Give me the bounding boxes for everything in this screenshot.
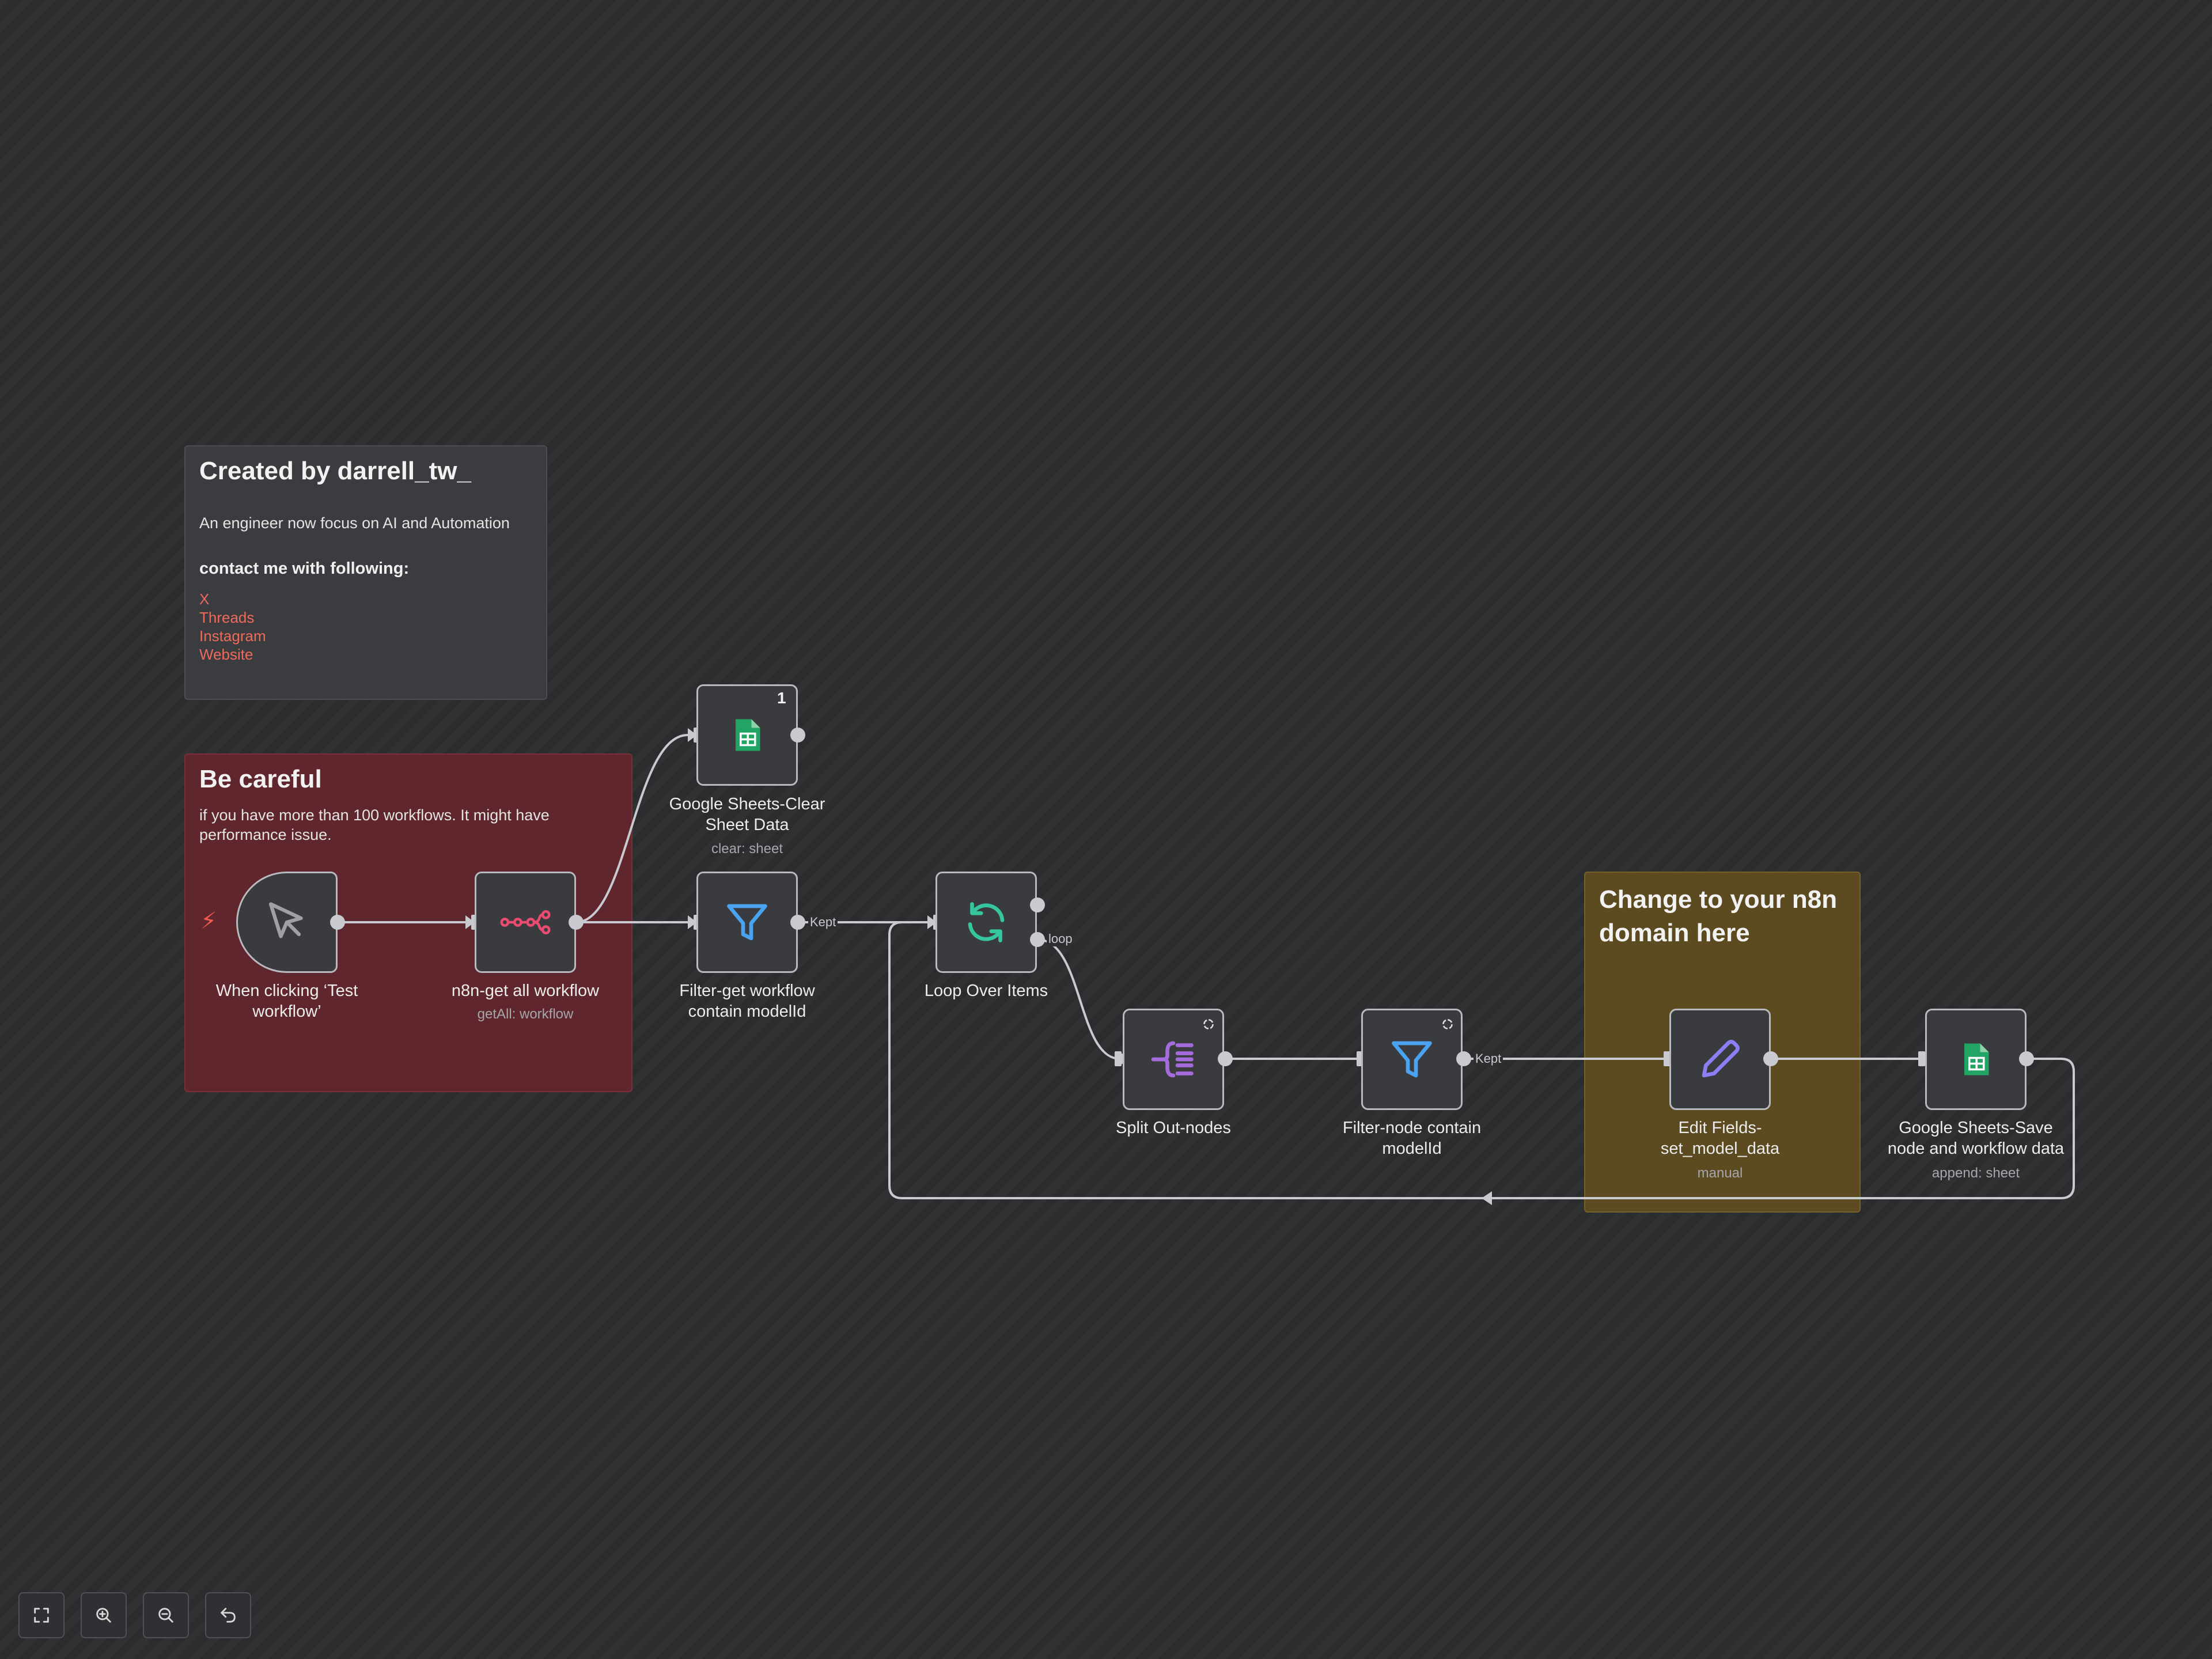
reset-zoom-button[interactable] [205,1592,251,1638]
node-n8n-get-workflows[interactable] [475,872,576,973]
zoom-out-button[interactable] [143,1592,189,1638]
filter-icon [727,904,767,941]
clear-sheet-subtitle: clear: sheet [711,841,783,857]
node-google-sheets-save[interactable] [1925,1009,2027,1110]
clear-sheet-output-handle[interactable] [790,728,805,743]
cursor-pointer-icon [268,902,303,938]
n8n-logo-icon [500,910,551,934]
subworkflow-icon [1442,1019,1453,1029]
domain-title-line2: domain here [1599,919,1750,947]
edge-label-loop: loop [1047,931,1074,946]
warning-title: Be careful [199,765,322,793]
node-filter-node[interactable] [1361,1009,1463,1110]
subworkflow-icon [1203,1019,1214,1029]
pencil-icon [1702,1040,1740,1078]
link-x[interactable]: X [199,590,210,608]
trigger-output-handle[interactable] [330,915,345,930]
node-filter-workflow[interactable] [696,872,798,973]
node-google-sheets-clear[interactable] [696,684,798,786]
link-website[interactable]: Website [199,646,253,663]
save-sheet-output-handle[interactable] [2019,1051,2034,1066]
warning-text-line2: performance issue. [199,826,332,843]
google-sheets-icon [736,719,760,751]
split-out-input-handle[interactable] [1115,1051,1122,1066]
zoom-in-button[interactable] [81,1592,127,1638]
loop-label: Loop Over Items [924,982,1048,1000]
reset-icon [221,1608,236,1623]
edit-fields-label: Edit Fields-set_model_data [1660,1119,1780,1158]
filter-icon [1392,1041,1432,1078]
fit-view-icon [34,1608,49,1623]
get-workflows-subtitle: getAll: workflow [477,1006,574,1022]
split-out-icon [1151,1041,1194,1078]
edge-label-kept: Kept [1474,1051,1503,1066]
save-sheet-input-handle[interactable] [1918,1051,1925,1066]
google-sheets-icon [1964,1043,1989,1075]
sticky-description: An engineer now focus on AI and Automati… [199,514,510,532]
edit-fields-subtitle: manual [1697,1165,1743,1181]
edit-fields-output-handle[interactable] [1763,1051,1778,1066]
loop-loop-output-handle[interactable] [1030,932,1045,947]
edit-fields-input-handle[interactable] [1664,1051,1671,1066]
link-threads[interactable]: Threads [199,609,255,626]
zoom-in-icon [96,1608,111,1623]
edge-label-kept: Kept [808,915,838,930]
save-sheet-subtitle: append: sheet [1931,1165,2020,1181]
contact-heading: contact me with following: [199,559,410,578]
node-split-out[interactable] [1123,1009,1224,1110]
zoom-out-icon [158,1608,173,1623]
link-instagram[interactable]: Instagram [199,627,266,645]
node-edit-fields[interactable] [1669,1009,1771,1110]
edge-get-to-clear[interactable] [575,734,688,923]
trigger-bolt-icon: ⚡︎ [200,908,217,934]
get-workflows-label: n8n-get all workflow [451,982,600,1000]
node-manual-trigger[interactable] [236,872,338,973]
loop-icon [968,902,1005,942]
domain-title-line1: Change to your n8n [1599,885,1838,914]
execution-count-badge: 1 [777,689,786,707]
split-out-label: Split Out-nodes [1116,1119,1231,1137]
warning-text-line1: if you have more than 100 workflows. It … [199,806,550,824]
loop-done-output-handle[interactable] [1030,897,1045,912]
filter-workflow-output-handle[interactable] [790,915,805,930]
split-out-output-handle[interactable] [1218,1051,1233,1066]
sticky-title: Created by darrell_tw_ [199,457,471,485]
node-loop-over-items[interactable] [935,872,1037,973]
sticky-note-author[interactable]: Created by darrell_tw_ An engineer now f… [184,445,547,700]
fit-view-button[interactable] [18,1592,65,1638]
get-workflows-output-handle[interactable] [569,915,584,930]
filter-node-output-handle[interactable] [1456,1051,1471,1066]
